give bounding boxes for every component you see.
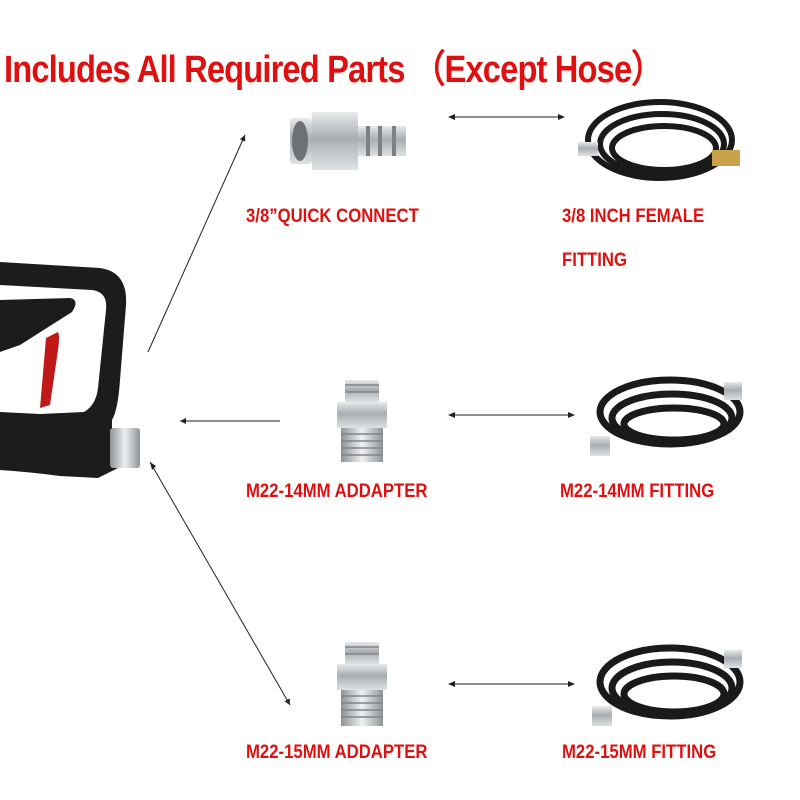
hose-m22-14mm bbox=[590, 376, 744, 456]
m22-14mm-fitting-label: M22-14MM FITTING bbox=[560, 481, 715, 502]
female-fitting-label-line1: 3/8 INCH FEMALE bbox=[562, 206, 705, 227]
female-fitting-label-line2: FITTING bbox=[562, 250, 628, 271]
gun-outlet-fitting bbox=[110, 428, 140, 468]
trigger bbox=[40, 332, 59, 408]
m22-14mm-adapter bbox=[337, 380, 387, 462]
quick-connect-label: 3/8”QUICK CONNECT bbox=[246, 206, 419, 227]
m22-15mm-adapter bbox=[337, 642, 387, 726]
quick-connect-part bbox=[290, 112, 406, 170]
m22-15mm-adapter-label: M22-15MM ADDAPTER bbox=[246, 742, 428, 763]
m22-14mm-adapter-label: M22-14MM ADDAPTER bbox=[246, 481, 428, 502]
spray-gun-handle bbox=[0, 262, 140, 478]
m22-15mm-fitting-label: M22-15MM FITTING bbox=[562, 742, 717, 763]
page-title: Includes All Required Parts （Except Hose… bbox=[4, 49, 664, 91]
hose-m22-15mm bbox=[592, 644, 744, 726]
hose-quick-connect bbox=[578, 99, 740, 181]
